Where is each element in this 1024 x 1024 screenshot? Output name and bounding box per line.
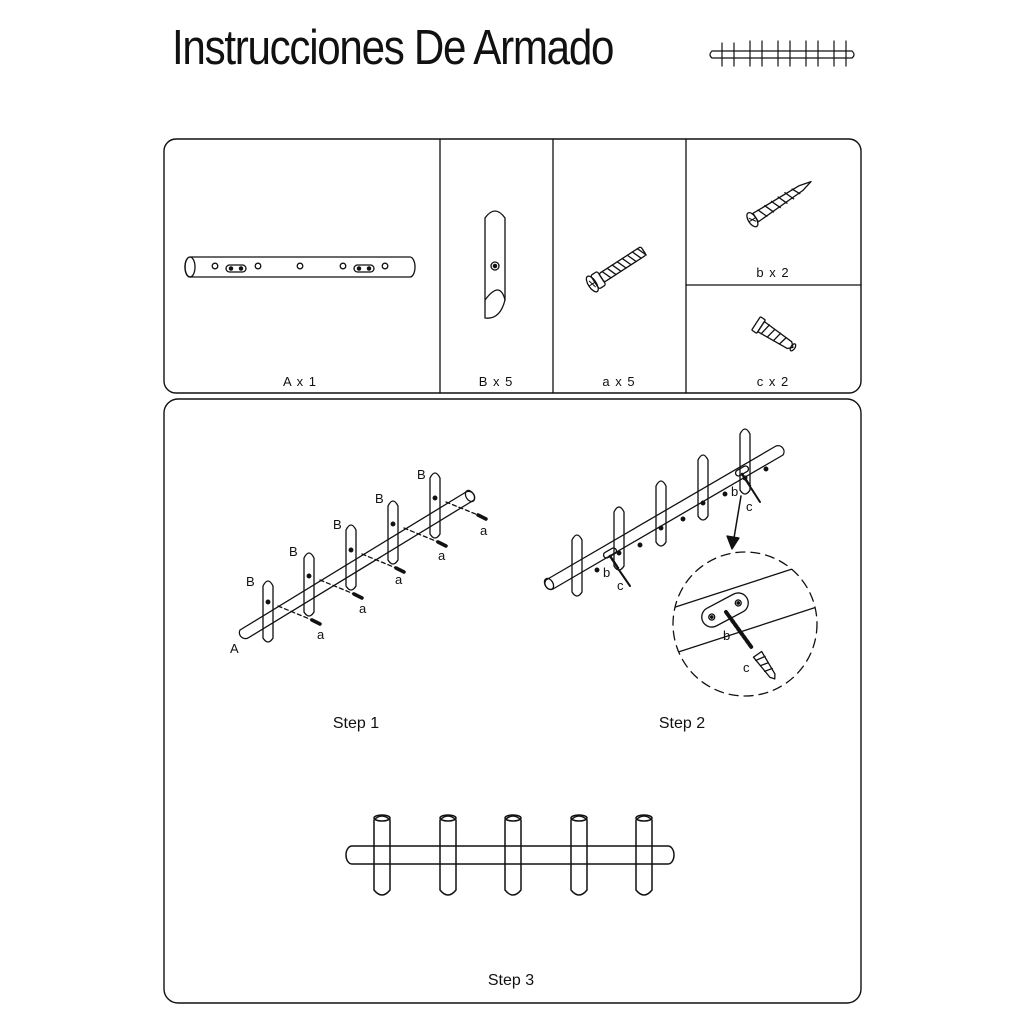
part-a-bar — [184, 256, 416, 278]
callout-b-step2-2: b — [731, 484, 738, 499]
part-c-label: c x 2 — [757, 374, 789, 389]
page-title: Instrucciones De Armado — [172, 21, 614, 75]
step-1-illustration — [238, 472, 488, 643]
part-b-peg — [484, 210, 506, 319]
part-a-label: A x 1 — [283, 374, 317, 389]
callout-c-detail: c — [743, 660, 750, 675]
callout-A: A — [230, 641, 239, 656]
callout-b-step2-1: b — [603, 565, 610, 580]
step-1-label: Step 1 — [333, 715, 379, 732]
step-2-illustration — [543, 428, 785, 597]
callout-B-5: B — [417, 467, 426, 482]
callout-c-step2-1: c — [617, 578, 624, 593]
parts-panel — [163, 138, 862, 394]
rack-icon — [709, 40, 855, 67]
callout-a-1: a — [317, 627, 325, 642]
steps-panel — [163, 398, 862, 1004]
part-c-anchor — [751, 316, 797, 352]
callout-a-4: a — [438, 548, 446, 563]
part-b-screw — [746, 180, 812, 228]
callout-a-5: a — [480, 523, 488, 538]
callout-a-2: a — [359, 601, 367, 616]
callout-b-detail: b — [723, 628, 730, 643]
step-2-label: Step 2 — [659, 715, 705, 732]
step-3-label: Step 3 — [488, 972, 534, 989]
callout-B-1: B — [246, 574, 255, 589]
step-2-detail — [672, 551, 818, 697]
callout-B-4: B — [375, 491, 384, 506]
step-3-illustration — [345, 814, 675, 896]
part-b-label: B x 5 — [479, 374, 514, 389]
callout-B-3: B — [333, 517, 342, 532]
part-a-small-label: a x 5 — [602, 374, 635, 389]
callout-a-3: a — [395, 572, 403, 587]
callout-B-2: B — [289, 544, 298, 559]
part-b-small-label: b x 2 — [756, 265, 789, 280]
part-a-bolt — [585, 246, 647, 293]
callout-c-step2-2: c — [746, 499, 753, 514]
